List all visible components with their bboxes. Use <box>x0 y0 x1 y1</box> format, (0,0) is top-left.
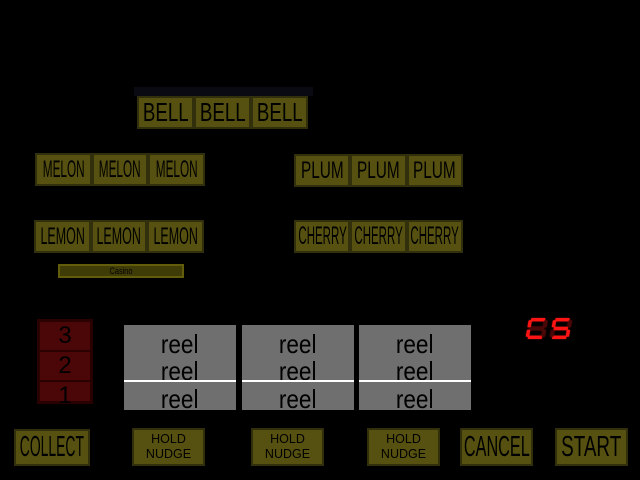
symbol-plum-2-label: PLUM <box>357 156 400 184</box>
casino-label: Casino <box>109 266 133 276</box>
reel-2-cell-bottom: reel <box>242 385 354 413</box>
symbol-bell-2: BELL <box>194 96 251 129</box>
reel-3-symbol-top: reel <box>396 328 434 359</box>
reel-2-symbol-top: reel <box>278 328 317 359</box>
symbol-lemon-1-label: LEMON <box>40 222 85 250</box>
symbol-cherry-3-label: CHERRY <box>410 222 459 250</box>
hold-2-line2: NUDGE <box>264 447 311 461</box>
symbol-bell-2-label: BELL <box>199 97 246 127</box>
reel-3-cell-middle: reel <box>359 357 471 385</box>
symbol-melon-2: MELON <box>91 153 148 186</box>
led-display-svg <box>525 318 572 340</box>
symbol-melon-3: MELON <box>148 153 205 186</box>
led-display <box>520 315 580 341</box>
symbol-bell-3-label: BELL <box>256 97 303 127</box>
symbol-plum-2: PLUM <box>350 154 407 187</box>
reel-2-symbol-middle: reel <box>278 355 317 386</box>
reel-1-symbol-middle: reel <box>160 355 199 386</box>
symbol-bell-1: BELL <box>137 96 194 129</box>
reel-1: reel reel reel <box>123 325 236 413</box>
symbol-cherry-1-label: CHERRY <box>297 222 347 250</box>
reel-2-cell-top: reel <box>242 330 354 358</box>
symbol-plum-3-label: PLUM <box>413 156 457 184</box>
symbol-lemon-2: LEMON <box>90 220 147 253</box>
symbol-bell-3: BELL <box>251 96 308 129</box>
start-button[interactable]: START <box>555 428 628 466</box>
plum-row: PLUM PLUM PLUM <box>294 154 463 187</box>
symbol-cherry-2-label: CHERRY <box>354 222 403 250</box>
hold-nudge-button-1[interactable]: HOLD NUDGE <box>132 428 205 466</box>
reel-1-winline <box>123 380 236 382</box>
symbol-lemon-2-label: LEMON <box>96 222 141 250</box>
hold-3-line2: NUDGE <box>380 447 427 461</box>
reel-1-cell-middle: reel <box>124 357 236 385</box>
symbol-plum-1-label: PLUM <box>300 156 344 184</box>
reel-2-cell-middle: reel <box>242 357 354 385</box>
reel-3-cell-bottom: reel <box>359 385 471 413</box>
symbol-cherry-2: CHERRY <box>350 220 407 253</box>
symbol-cherry-3: CHERRY <box>406 220 463 253</box>
bell-row: BELL BELL BELL <box>137 96 308 129</box>
hold-nudge-button-2[interactable]: HOLD NUDGE <box>251 428 324 466</box>
reel-2-winline <box>241 380 354 382</box>
hold-1-line2: NUDGE <box>145 447 192 461</box>
reel-3-winline <box>359 380 471 382</box>
symbol-lemon-3-label: LEMON <box>153 222 198 250</box>
hold-nudge-button-3[interactable]: HOLD NUDGE <box>367 428 440 466</box>
cancel-button[interactable]: CANCEL <box>460 428 533 466</box>
reel-1-cell-bottom: reel <box>124 385 236 413</box>
collect-button[interactable]: COLLECT <box>14 429 90 466</box>
cherry-row: CHERRY CHERRY CHERRY <box>294 220 463 253</box>
hold-1-line1: HOLD <box>151 432 186 446</box>
symbol-lemon-1: LEMON <box>34 220 91 253</box>
hold-3-line1: HOLD <box>386 432 421 446</box>
bell-row-shadow <box>134 87 313 96</box>
symbol-plum-1: PLUM <box>294 154 351 187</box>
hold-2-line1: HOLD <box>270 432 305 446</box>
start-button-label: START <box>561 430 622 463</box>
hold-nudge-label-2: HOLD NUDGE <box>265 432 310 462</box>
winline-indicator: 3 2 1 <box>37 319 93 409</box>
symbol-lemon-3: LEMON <box>147 220 204 253</box>
reel-3-symbol-middle: reel <box>396 355 434 386</box>
collect-button-label: COLLECT <box>19 431 85 463</box>
reel-2-symbol-bottom: reel <box>278 384 317 414</box>
reel-3-cell-top: reel <box>359 330 471 358</box>
reel-3-symbol-bottom: reel <box>396 384 434 414</box>
hold-nudge-label-1: HOLD NUDGE <box>146 432 191 462</box>
reel-3: reel reel reel <box>359 325 471 413</box>
symbol-plum-3: PLUM <box>406 154 463 187</box>
casino-label-bar: Casino <box>58 264 184 278</box>
melon-row: MELON MELON MELON <box>35 153 205 186</box>
reel-2: reel reel reel <box>241 325 354 413</box>
lemon-row: LEMON LEMON LEMON <box>34 220 204 253</box>
hold-nudge-label-3: HOLD NUDGE <box>381 432 426 462</box>
reel-1-symbol-bottom: reel <box>160 384 199 414</box>
winline-1: 1 <box>40 380 90 410</box>
reel-1-symbol-top: reel <box>160 328 199 359</box>
symbol-bell-1-label: BELL <box>142 97 189 127</box>
symbol-melon-1: MELON <box>35 153 92 186</box>
winline-3: 3 <box>58 322 72 349</box>
winline-2: 2 <box>40 350 90 380</box>
symbol-melon-3-label: MELON <box>155 155 198 183</box>
symbol-melon-1-label: MELON <box>42 155 85 183</box>
symbol-cherry-1: CHERRY <box>294 220 351 253</box>
reel-1-cell-top: reel <box>124 330 236 358</box>
cancel-button-label: CANCEL <box>463 430 530 463</box>
symbol-melon-2-label: MELON <box>98 155 141 183</box>
